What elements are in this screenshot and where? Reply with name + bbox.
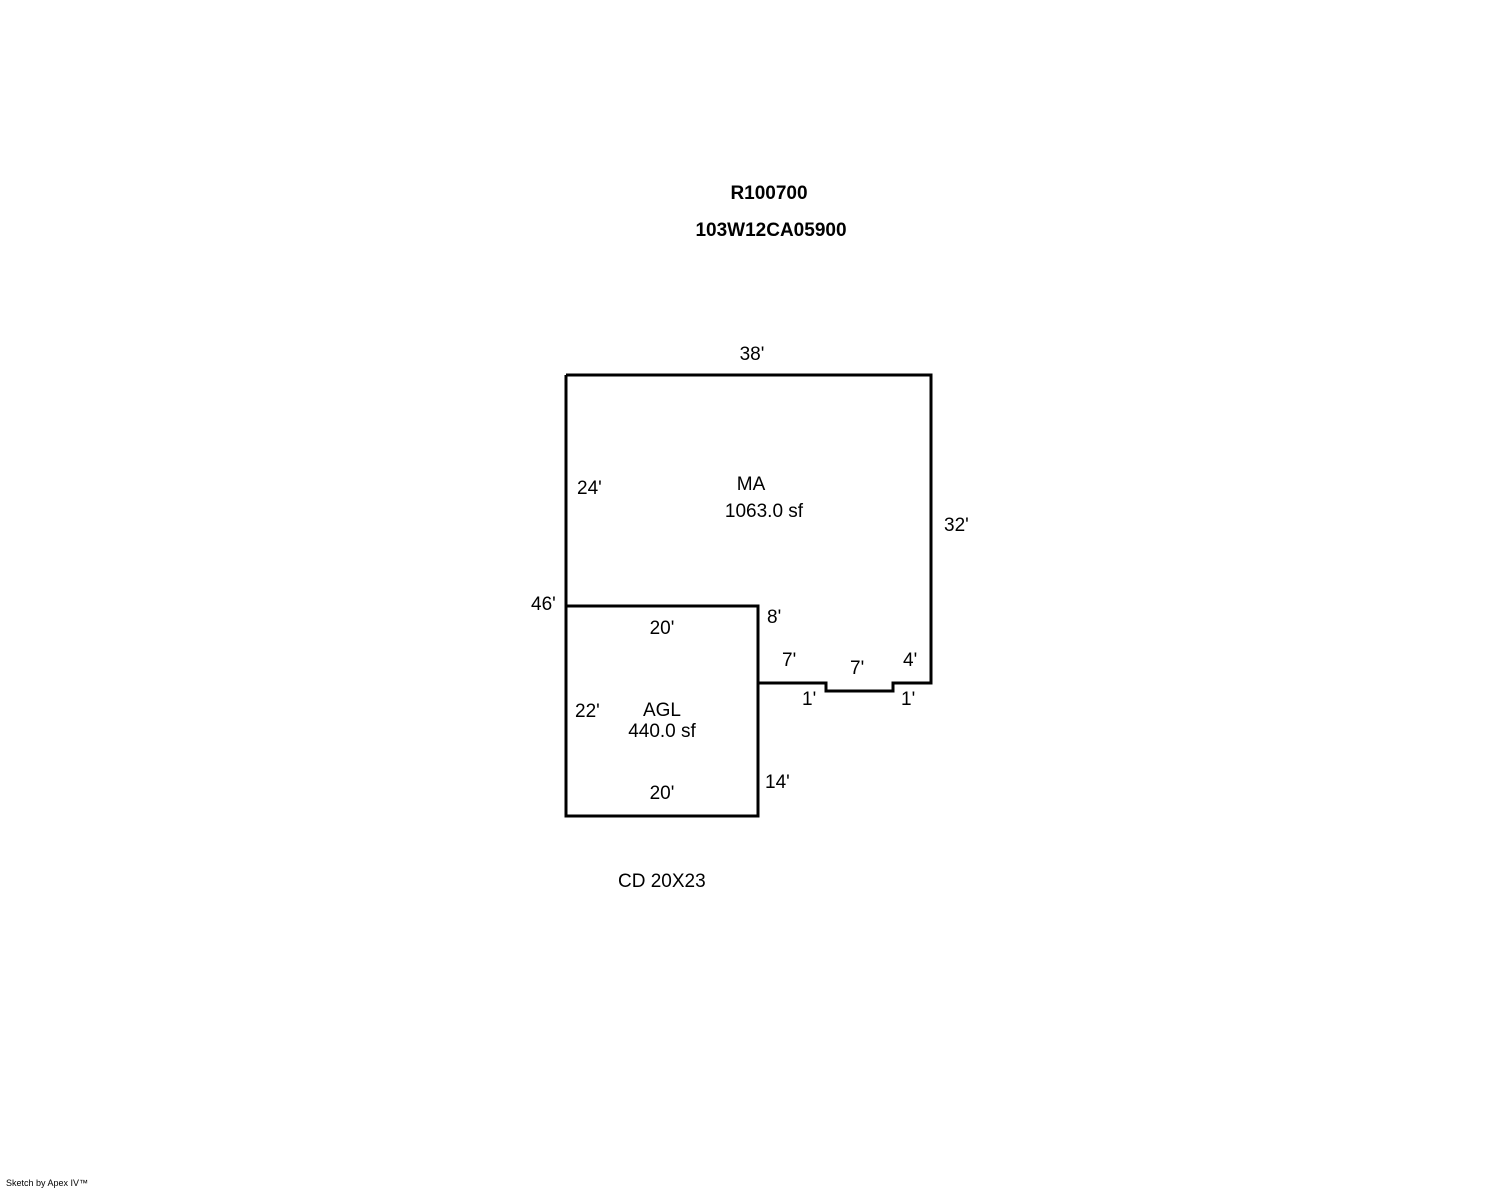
dim-ma-left-upper: 24' (577, 478, 602, 499)
note-cd: CD 20X23 (618, 871, 706, 892)
agl-area: 440.0 sf (628, 721, 696, 742)
ma-outline (566, 373, 933, 693)
dim-ma-bottom-left: 7' (782, 650, 797, 671)
dim-notch-left: 1' (802, 689, 817, 710)
agl-outline (564, 604, 760, 818)
ma-area: 1063.0 sf (724, 501, 804, 522)
map-taxlot: 103W12CA05900 (695, 220, 847, 241)
dim-agl-bottom: 20' (649, 783, 675, 804)
dim-ma-inner-vertical: 8' (767, 607, 782, 628)
sketch-credit: Sketch by Apex IV™ (6, 1178, 89, 1188)
dim-agl-top: 20' (649, 618, 675, 639)
dim-ma-bottom-right: 4' (903, 650, 918, 671)
dim-left-total: 46' (531, 594, 556, 615)
agl-label: AGL (642, 700, 682, 721)
dim-notch-right: 1' (901, 689, 916, 710)
ma-label: MA (736, 474, 766, 495)
dim-agl-right: 14' (765, 772, 790, 793)
dim-agl-left: 22' (575, 701, 600, 722)
dim-ma-right: 32' (944, 515, 969, 536)
dim-ma-notch-bottom: 7' (850, 658, 865, 679)
dim-ma-top: 38' (739, 344, 765, 365)
account-number: R100700 (730, 183, 808, 204)
